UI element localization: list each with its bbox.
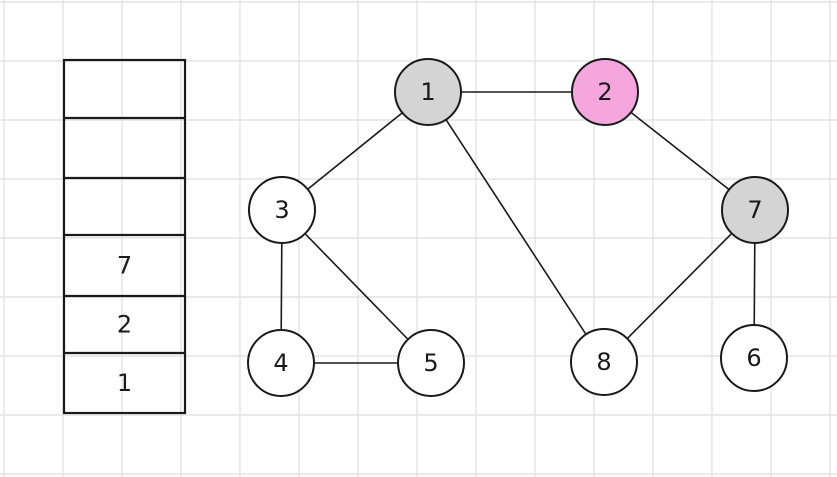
- node-label: 6: [746, 344, 761, 372]
- node-7: 7: [721, 176, 789, 244]
- node-4: 4: [247, 329, 315, 397]
- node-circle: [720, 324, 788, 392]
- stack-cell-3: 7: [117, 252, 132, 280]
- node-label: 5: [423, 349, 438, 377]
- edge-1-8: [427, 91, 605, 363]
- stack-cell-5: 1: [117, 369, 132, 397]
- node-label: 2: [597, 78, 612, 106]
- node-2: 2: [571, 58, 639, 126]
- stack-cell-4: 2: [117, 311, 132, 339]
- node-label: 3: [274, 196, 289, 224]
- node-label: 8: [596, 348, 611, 376]
- node-circle: [570, 328, 638, 396]
- graph-nodes: 1 2 3 4 5 6 7 8: [247, 58, 789, 397]
- edge-3-5: [281, 209, 432, 364]
- graph-edges: [280, 91, 756, 364]
- node-5: 5: [397, 329, 465, 397]
- stack-frame: [62, 58, 187, 415]
- node-circle: [247, 329, 315, 397]
- node-label: 4: [273, 349, 288, 377]
- node-1: 1: [394, 58, 462, 126]
- node-3: 3: [248, 176, 316, 244]
- edge-7-8: [603, 209, 756, 363]
- node-8: 8: [570, 328, 638, 396]
- node-label: 1: [420, 78, 435, 106]
- node-circle: [248, 176, 316, 244]
- node-6: 6: [720, 324, 788, 392]
- node-label: 7: [747, 196, 762, 224]
- node-circle: [394, 58, 462, 126]
- node-circle: [397, 329, 465, 397]
- node-circle: [571, 58, 639, 126]
- node-circle: [721, 176, 789, 244]
